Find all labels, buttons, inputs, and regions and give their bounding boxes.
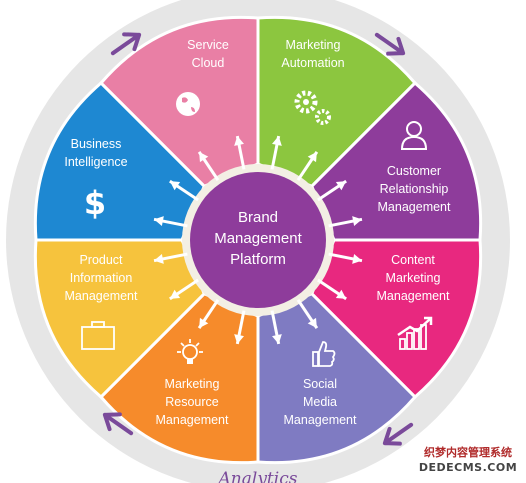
spoke-arrowhead bbox=[335, 181, 347, 191]
svg-text:$: $ bbox=[84, 184, 106, 222]
hub-label-line: Platform bbox=[230, 251, 286, 268]
segment-label-line: Management bbox=[156, 413, 229, 427]
spoke-arrowhead bbox=[335, 289, 347, 299]
segment-social-media-management bbox=[256, 291, 418, 465]
segment-label-line: Media bbox=[303, 395, 337, 409]
cycle-arrows bbox=[102, 32, 414, 446]
segment-label-line: Cloud bbox=[192, 56, 225, 70]
segment-label-line: Marketing bbox=[165, 377, 220, 391]
footer-label: Analytics bbox=[217, 469, 298, 483]
spoke-arrowhead bbox=[154, 216, 164, 226]
segment-label-line: Social bbox=[303, 377, 337, 391]
spoke-arrowhead bbox=[169, 289, 181, 299]
person-icon bbox=[400, 121, 428, 150]
segment-label-line: Service bbox=[187, 38, 229, 52]
segment-label-line: Content bbox=[391, 253, 435, 267]
spoke-arrowhead bbox=[272, 136, 282, 146]
segment-label-line: Resource bbox=[165, 395, 219, 409]
segment-label-line: Management bbox=[378, 200, 451, 214]
segment-label-line: Automation bbox=[281, 56, 344, 70]
thumbs-up-icon bbox=[312, 341, 336, 367]
spoke-arrowhead bbox=[307, 317, 317, 329]
watermark-line-1: 织梦内容管理系统 bbox=[424, 446, 512, 459]
spoke-arrowhead bbox=[234, 334, 244, 344]
lightbulb-icon bbox=[177, 339, 203, 364]
segment-marketing-automation bbox=[256, 15, 418, 189]
segment-icons: $ bbox=[81, 90, 433, 367]
gears-icon bbox=[294, 90, 331, 125]
segment-label-line: Management bbox=[65, 289, 138, 303]
segment-content-marketing-management bbox=[309, 238, 483, 400]
hub-label-line: Brand bbox=[238, 209, 278, 226]
segment-label-line: Product bbox=[79, 253, 123, 267]
watermark: 织梦内容管理系统 DEDECMS.COM bbox=[414, 445, 522, 479]
spoke-arrowhead bbox=[272, 334, 282, 344]
spoke-arrowhead bbox=[169, 181, 181, 191]
segment-label-line: Marketing bbox=[286, 38, 341, 52]
segment-marketing-resource-management bbox=[98, 291, 260, 465]
cycle-arrow-icon bbox=[374, 32, 406, 56]
segments bbox=[33, 15, 483, 465]
spoke-arrowhead bbox=[234, 136, 244, 146]
segment-label-line: Management bbox=[377, 289, 450, 303]
dollar-icon: $ bbox=[84, 184, 106, 222]
segment-label-line: Information bbox=[70, 271, 133, 285]
briefcase-icon bbox=[81, 321, 115, 350]
segment-label-line: Intelligence bbox=[64, 155, 127, 169]
cycle-arrow-icon bbox=[110, 32, 142, 56]
segment-label-line: Business bbox=[71, 137, 122, 151]
segment-customer-relationship-management bbox=[309, 80, 483, 242]
hub-label-line: Management bbox=[214, 230, 302, 247]
hub bbox=[190, 172, 326, 308]
segment-product-information-management bbox=[33, 238, 207, 400]
spoke-arrowhead bbox=[199, 317, 209, 329]
segment-label-line: Management bbox=[284, 413, 357, 427]
spoke-arrowhead bbox=[352, 216, 362, 226]
cycle-arrow-icon bbox=[382, 422, 414, 446]
watermark-line-2: DEDECMS.COM bbox=[418, 461, 518, 474]
segment-label-line: Relationship bbox=[380, 182, 449, 196]
cycle-arrow-icon bbox=[102, 412, 134, 436]
segment-business-intelligence bbox=[33, 80, 207, 242]
spoke-arrows bbox=[153, 135, 363, 345]
globe-icon bbox=[176, 92, 200, 116]
spoke-arrowhead bbox=[352, 254, 362, 264]
spoke-arrowhead bbox=[199, 151, 209, 163]
spoke-arrowhead bbox=[154, 254, 164, 264]
spoke-arrowhead bbox=[307, 151, 317, 163]
segment-label-line: Marketing bbox=[386, 271, 441, 285]
segment-label-line: Customer bbox=[387, 164, 441, 178]
growth-chart-icon bbox=[397, 316, 433, 350]
